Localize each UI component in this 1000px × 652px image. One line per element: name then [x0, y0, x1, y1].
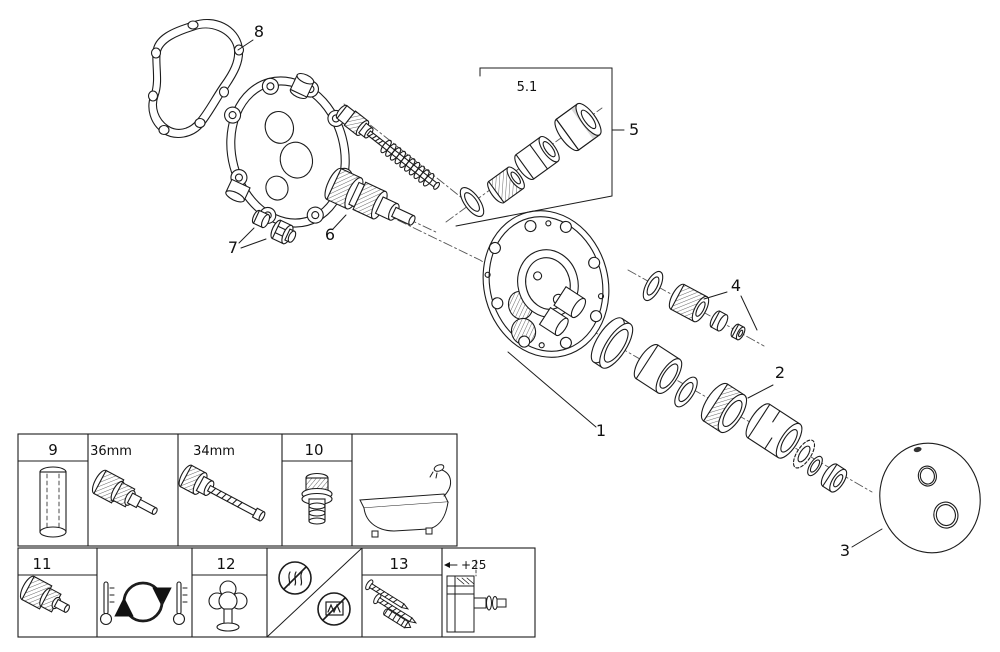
extension-parts-2 [590, 317, 848, 493]
callout-6: 6 [325, 225, 335, 244]
box-label-12: 12 [216, 555, 235, 573]
extension-install-pictogram [444, 559, 507, 633]
offset-25-label: +25 [461, 558, 486, 572]
screw-set-13 [365, 579, 418, 629]
detail-box-row-2 [17, 547, 536, 638]
leader-lines [237, 39, 883, 548]
callout-7: 7 [228, 238, 238, 257]
no-steam-icon [278, 561, 312, 595]
plug-parts-7 [251, 209, 297, 245]
callout-4: 4 [731, 276, 741, 295]
spindle-spring-part [335, 104, 441, 190]
spare-part-10 [301, 472, 333, 525]
thermometer-icon [99, 581, 115, 626]
box-label-11: 11 [32, 555, 51, 573]
dimension-34mm: 34mm [193, 444, 235, 459]
gasket-part-8 [147, 18, 245, 139]
sleeve-part-5 [514, 135, 560, 181]
spare-part-11 [19, 575, 70, 613]
spare-part-9 [39, 466, 67, 538]
valve-body [224, 72, 353, 228]
dimension-36mm: 36mm [90, 444, 132, 459]
mounting-plate-part-1 [482, 210, 610, 358]
box-label-13: 13 [389, 555, 408, 573]
box-label-9: 9 [48, 441, 58, 459]
callout-3: 3 [840, 541, 850, 560]
cap-part-5 [554, 102, 602, 152]
adapter-parts-4 [642, 270, 746, 341]
detail-box-row-1 [17, 433, 458, 547]
callout-5-1: 5.1 [517, 80, 538, 95]
spare-cartridge-34mm [178, 464, 266, 522]
knurled-nut-part-5 [487, 166, 525, 204]
bathtub-illustration [359, 464, 451, 538]
rotate-arrows-icon [114, 581, 172, 623]
callout-2: 2 [775, 363, 785, 382]
callout-5: 5 [629, 120, 639, 139]
box-label-10: 10 [304, 441, 323, 459]
oring-part-5 [459, 187, 485, 217]
cartridge-part-6 [324, 167, 416, 226]
thermometer-icon [172, 581, 188, 626]
spare-cartridge-36mm [91, 469, 158, 515]
prohibition-pictograms [266, 547, 363, 638]
no-heater-icon [317, 592, 351, 626]
cover-plate-part-3 [879, 442, 981, 554]
callout-8: 8 [254, 22, 264, 41]
spare-part-12 [208, 580, 248, 632]
callout-1: 1 [596, 421, 606, 440]
temperature-adjust-pictogram [99, 581, 188, 626]
